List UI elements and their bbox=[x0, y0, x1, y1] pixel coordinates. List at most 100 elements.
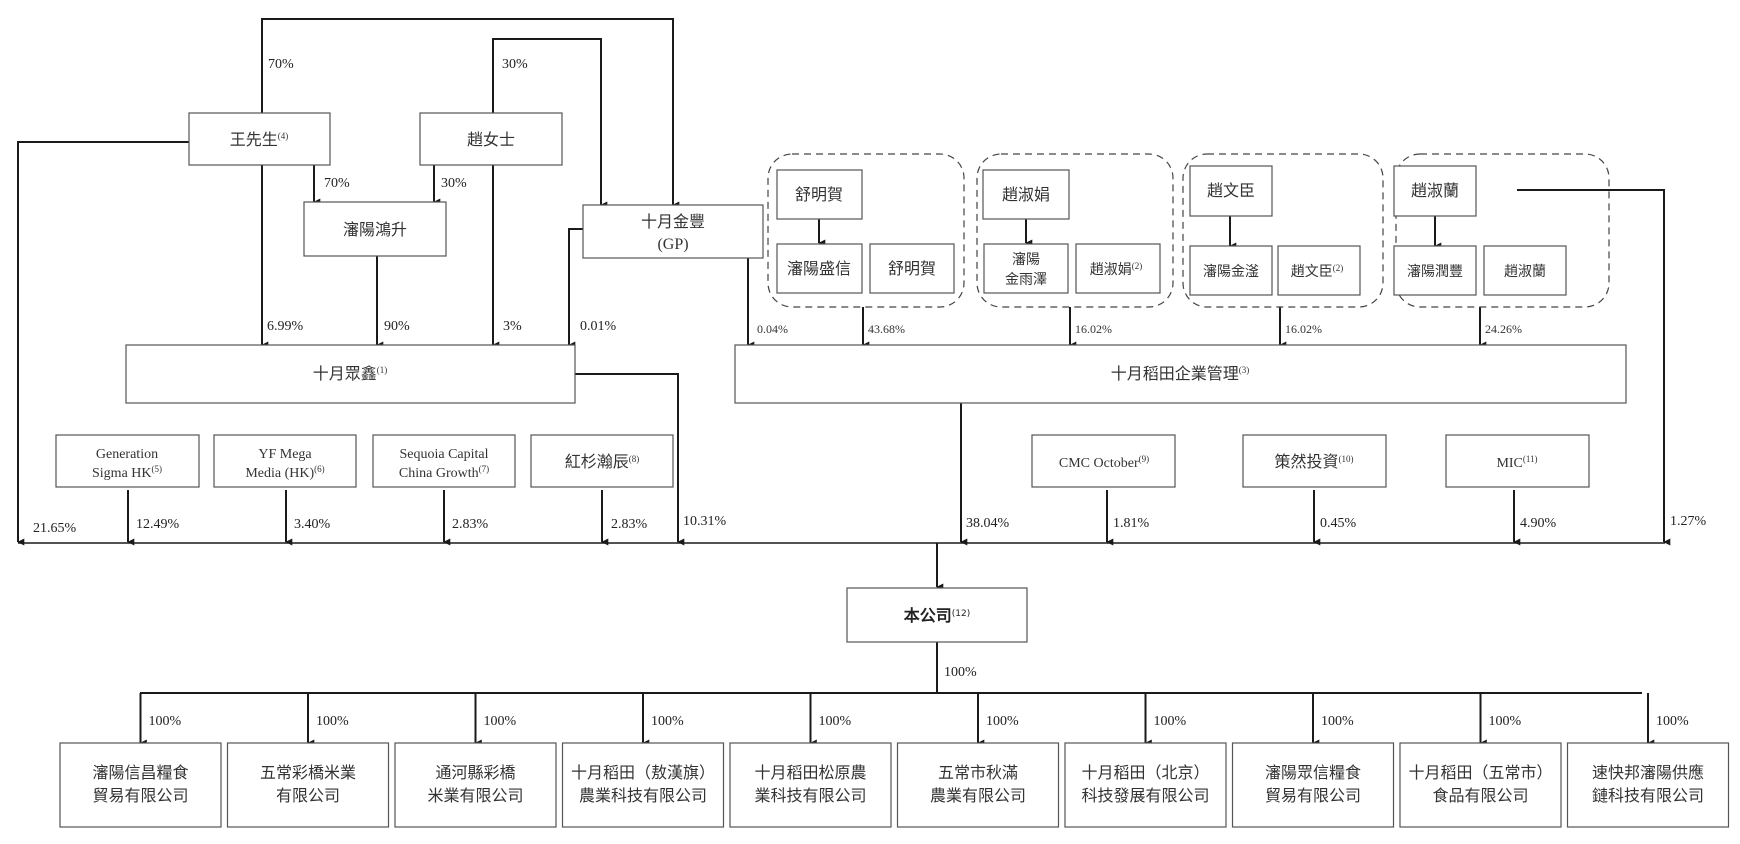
pct-cmc: 1.81% bbox=[1113, 516, 1150, 531]
node-shu-minghe-direct[interactable]: 舒明賀 bbox=[869, 243, 955, 294]
svg-text:(GP): (GP) bbox=[657, 236, 688, 253]
group-zhao-wenchen: 趙文臣 瀋陽金滏 趙文臣(2) bbox=[1189, 165, 1361, 296]
pct-hongsheng-zhongxin: 90% bbox=[384, 319, 410, 334]
node-shiyue-jinfeng[interactable]: 十月金豐 (GP) bbox=[582, 204, 764, 259]
svg-text:Sequoia Capital: Sequoia Capital bbox=[399, 447, 488, 462]
edge-wang-direct bbox=[17, 141, 189, 546]
pct-subsidiary: 100% bbox=[1154, 714, 1187, 729]
subsidiary-name-line: 五常彩橋米業 bbox=[260, 764, 356, 782]
node-shiyue-daotian-mgmt[interactable]: 十月稻田企業管理(3) bbox=[734, 344, 1627, 404]
subsidiary-name-line: 食品有限公司 bbox=[1432, 787, 1528, 805]
subsidiary-name-line: 鏈科技有限公司 bbox=[1592, 787, 1704, 805]
group-zhao-shulan: 趙淑蘭 瀋陽潤豐 趙淑蘭 bbox=[1393, 165, 1567, 296]
pct-zhao-jinfeng: 30% bbox=[502, 57, 528, 72]
node-panyang-hongsheng[interactable]: 瀋陽鴻升 bbox=[303, 201, 447, 257]
node-generation-sigma[interactable]: Generation Sigma HK(5) bbox=[55, 434, 200, 488]
node-zhao-wenchen-parent[interactable]: 趙文臣 bbox=[1189, 165, 1273, 217]
subsidiary-node[interactable]: 十月稻田（敖漢旗）農業科技有限公司 bbox=[561, 742, 725, 828]
pct-subsidiary: 100% bbox=[986, 714, 1019, 729]
pct-group3-mgmt: 16.02% bbox=[1285, 322, 1322, 336]
svg-text:趙文臣: 趙文臣 bbox=[1207, 182, 1255, 200]
svg-text:金雨澤: 金雨澤 bbox=[1005, 272, 1047, 288]
subsidiary-name-line: 有限公司 bbox=[276, 787, 340, 805]
node-ceran-investment[interactable]: 策然投資(10) bbox=[1242, 434, 1387, 488]
subsidiary-name-line: 米業有限公司 bbox=[427, 787, 523, 805]
pct-jinfeng-zhongxin: 0.01% bbox=[580, 319, 617, 334]
pct-subsidiary: 100% bbox=[1489, 714, 1522, 729]
svg-text:趙淑蘭: 趙淑蘭 bbox=[1411, 182, 1459, 200]
subsidiary-node[interactable]: 十月稻田（五常市） 食品有限公司 bbox=[1399, 742, 1562, 828]
node-zhao-ms[interactable]: 趙女士 bbox=[419, 112, 563, 166]
pct-subsidiary: 100% bbox=[651, 714, 684, 729]
pct-sequoia: 2.83% bbox=[452, 517, 489, 532]
node-zhao-shujuan-direct[interactable]: 趙淑娟(2) bbox=[1075, 243, 1161, 294]
node-shu-minghe-parent[interactable]: 舒明賀 bbox=[776, 169, 863, 220]
group-zhao-shujuan-container bbox=[976, 153, 1174, 308]
subsidiary-box bbox=[896, 742, 1060, 828]
edge-wang-jinfeng bbox=[261, 18, 680, 209]
svg-text:策然投資(10): 策然投資(10) bbox=[1274, 453, 1353, 471]
subsidiary-name-line: 通河縣彩橋 bbox=[435, 764, 515, 782]
subsidiary-name-line: 十月稻田（北京） bbox=[1081, 764, 1209, 782]
node-yf-mega-media[interactable]: YF Mega Media (HK)(6) bbox=[213, 434, 357, 488]
pct-subsidiary: 100% bbox=[1656, 714, 1689, 729]
connectors bbox=[17, 18, 1671, 747]
svg-text:瀋陽: 瀋陽 bbox=[1012, 251, 1040, 268]
pct-yf-mega: 3.40% bbox=[294, 517, 331, 532]
subsidiary-name-line: 農業科技有限公司 bbox=[579, 787, 707, 805]
subsidiary-node[interactable]: 十月稻田（北京） 科技發展有限公司 bbox=[1064, 742, 1227, 828]
node-zhao-shujuan-parent[interactable]: 趙淑娟 bbox=[982, 169, 1070, 220]
node-hongshan-hanchen[interactable]: 紅杉瀚辰(8) bbox=[530, 434, 674, 488]
subsidiary-box bbox=[1566, 742, 1730, 828]
subsidiary-box bbox=[1231, 742, 1395, 828]
node-company[interactable]: 本公司(12) bbox=[846, 587, 1028, 643]
subsidiary-name-line: 五常市秋滿 bbox=[938, 764, 1018, 782]
pct-wang-jinfeng: 70% bbox=[268, 57, 294, 72]
node-zhao-shulan-direct[interactable]: 趙淑蘭 bbox=[1483, 245, 1567, 296]
subsidiary-name-line: 十月稻田（五常市） bbox=[1408, 764, 1552, 782]
node-shenyang-jinfu[interactable]: 瀋陽金滏 bbox=[1189, 245, 1273, 296]
svg-text:瀋陽盛信: 瀋陽盛信 bbox=[787, 260, 851, 278]
node-shenyang-runfeng[interactable]: 瀋陽潤豐 bbox=[1393, 245, 1477, 296]
svg-text:紅杉瀚辰(8): 紅杉瀚辰(8) bbox=[565, 453, 640, 471]
svg-text:十月稻田企業管理(3): 十月稻田企業管理(3) bbox=[1111, 365, 1250, 383]
pct-subsidiary: 100% bbox=[819, 714, 852, 729]
node-zhao-wenchen-direct[interactable]: 趙文臣(2) bbox=[1277, 245, 1361, 296]
pct-mic: 4.90% bbox=[1520, 516, 1557, 531]
subsidiary-name-line: 科技發展有限公司 bbox=[1081, 787, 1209, 805]
node-shenyang-jinyuze[interactable]: 瀋陽 金雨澤 bbox=[983, 243, 1069, 294]
svg-text:舒明賀: 舒明賀 bbox=[888, 260, 936, 278]
pct-subsidiary: 100% bbox=[149, 714, 182, 729]
svg-text:瀋陽金滏: 瀋陽金滏 bbox=[1203, 263, 1259, 280]
pct-wang-direct: 21.65% bbox=[33, 521, 77, 536]
node-mic[interactable]: MIC(11) bbox=[1445, 434, 1590, 488]
node-shiyue-zhongxin[interactable]: 十月眾鑫(1) bbox=[125, 344, 576, 404]
svg-text:Sigma HK(5): Sigma HK(5) bbox=[92, 464, 162, 481]
svg-text:本公司(12): 本公司(12) bbox=[904, 606, 971, 625]
group-zhao-shujuan: 趙淑娟 瀋陽 金雨澤 趙淑娟(2) bbox=[982, 169, 1161, 294]
node-zhao-shulan-parent[interactable]: 趙淑蘭 bbox=[1393, 165, 1477, 217]
node-cmc-october[interactable]: CMC October(9) bbox=[1031, 434, 1176, 488]
svg-text:十月金豐: 十月金豐 bbox=[641, 213, 705, 231]
pct-company-subs: 100% bbox=[944, 665, 977, 680]
subsidiary-name-line: 速快邦瀋陽供應 bbox=[1592, 763, 1704, 782]
svg-text:舒明賀: 舒明賀 bbox=[795, 186, 843, 204]
node-shenyang-shengxin[interactable]: 瀋陽盛信 bbox=[776, 243, 863, 294]
pct-zhao-hongsheng: 30% bbox=[441, 176, 467, 191]
svg-text:Generation: Generation bbox=[96, 447, 158, 462]
pct-zhaoshulan-direct: 1.27% bbox=[1670, 514, 1707, 529]
svg-text:瀋陽潤豐: 瀋陽潤豐 bbox=[1407, 263, 1463, 280]
pct-wang-zhongxin: 6.99% bbox=[267, 319, 304, 334]
pct-generation-sigma: 12.49% bbox=[136, 517, 180, 532]
pct-ceran: 0.45% bbox=[1320, 516, 1357, 531]
subsidiary-box bbox=[1064, 742, 1227, 828]
node-sequoia-capital[interactable]: Sequoia Capital China Growth(7) bbox=[372, 434, 516, 488]
node-wang[interactable]: 王先生(4) bbox=[188, 112, 331, 166]
